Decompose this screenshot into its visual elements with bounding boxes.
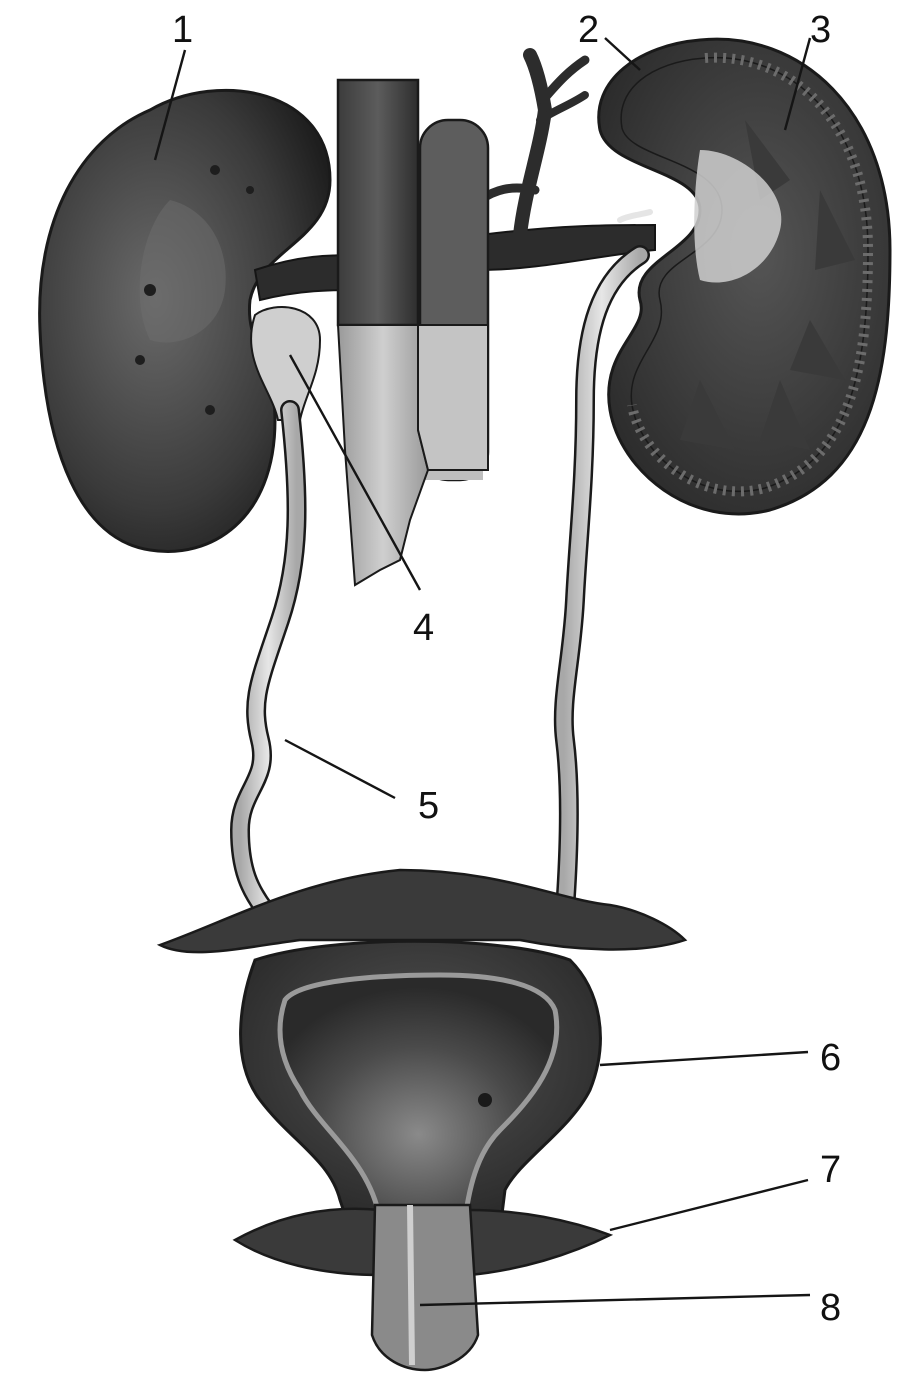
leader-5: [285, 740, 395, 798]
callout-number-6: 6: [820, 1037, 841, 1079]
urethra: [372, 1205, 478, 1370]
callout-number-8: 8: [820, 1287, 841, 1329]
callout-number-1: 1: [172, 9, 193, 51]
right-kidney: [599, 39, 890, 514]
callout-number-7: 7: [820, 1149, 841, 1191]
callout-number-3: 3: [810, 9, 831, 51]
callout-number-5: 5: [418, 785, 439, 827]
urinary-bladder: [160, 870, 685, 1230]
leader-6: [600, 1052, 808, 1065]
leader-8: [420, 1295, 810, 1305]
leader-7: [610, 1180, 808, 1230]
callout-number-4: 4: [413, 607, 434, 649]
callout-number-2: 2: [578, 9, 599, 51]
leader-2: [605, 38, 640, 70]
